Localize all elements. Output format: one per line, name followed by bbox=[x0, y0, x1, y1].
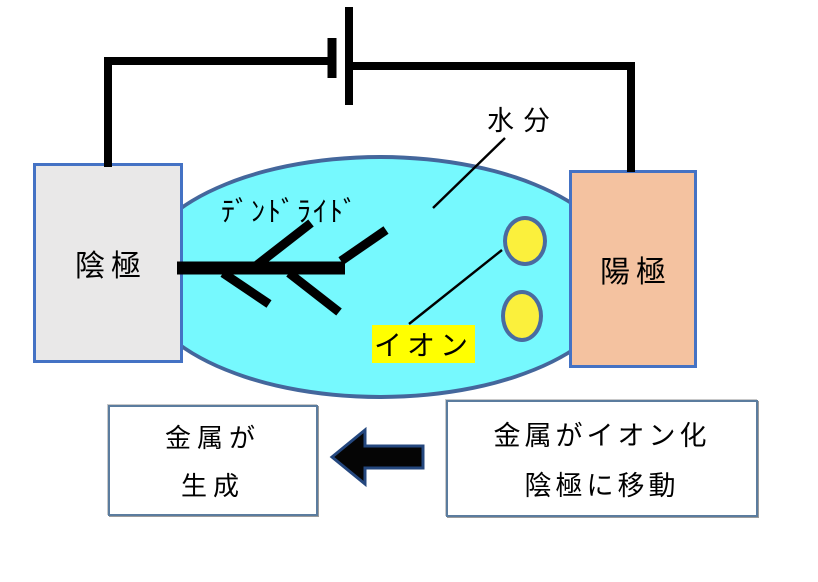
dendrite-label: ﾃﾞﾝﾄﾞﾗｲﾄﾞ bbox=[221, 197, 360, 228]
dendrite-branch-down-1 bbox=[220, 269, 272, 308]
process-box-result-line1: 金属が bbox=[164, 424, 261, 453]
moisture-label: 水分 bbox=[487, 106, 559, 136]
process-box-result-line2: 生成 bbox=[180, 472, 245, 501]
dendrite-branch-down-2 bbox=[286, 269, 342, 316]
process-box-metal-generated: 金属が 生成 bbox=[108, 405, 318, 516]
ion-particle-upper bbox=[503, 216, 547, 266]
anode-label: 陽極 bbox=[600, 256, 672, 289]
process-box-cause-line2: 陰極に移動 bbox=[524, 471, 680, 502]
dendrite-branch-up-2 bbox=[338, 226, 389, 265]
ion-pointer-line bbox=[408, 249, 503, 325]
process-box-metal-ionizes: 金属がイオン化 陰極に移動 bbox=[446, 400, 758, 517]
ion-label-highlighted: イオン bbox=[372, 325, 475, 363]
process-box-cause-line1: 金属がイオン化 bbox=[493, 420, 711, 451]
process-arrow-left bbox=[329, 426, 425, 488]
ion-label-text: イオン bbox=[373, 331, 473, 362]
ion-particle-lower bbox=[501, 290, 543, 342]
dendrite-branch-up-1 bbox=[254, 219, 314, 269]
cathode-label: 陰極 bbox=[75, 250, 147, 283]
wire-right bbox=[353, 62, 635, 172]
dendrite-structure bbox=[177, 219, 389, 316]
wire-left bbox=[104, 57, 332, 167]
anode-electrode: 陽極 bbox=[569, 170, 697, 368]
moisture-pointer-line bbox=[432, 137, 506, 209]
